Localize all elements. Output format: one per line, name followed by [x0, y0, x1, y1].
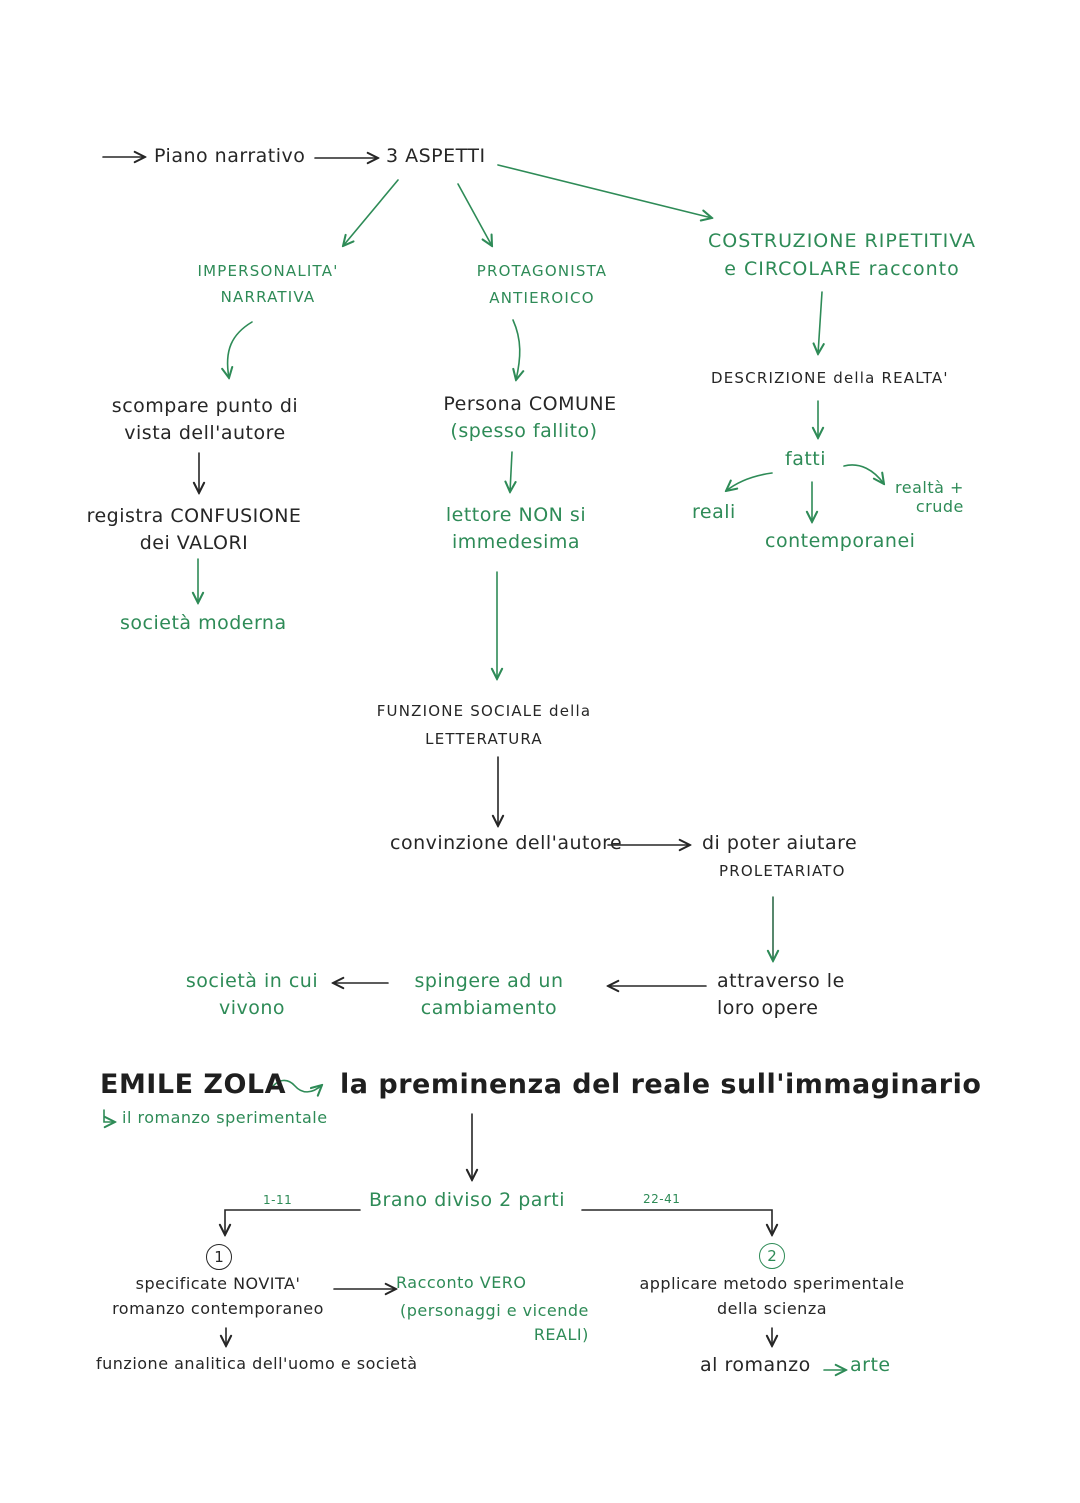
contemporanei: contemporanei [765, 530, 916, 552]
al-romanzo: al romanzo [700, 1354, 811, 1376]
societa-in-cui-vivono: società in cui vivono [185, 970, 319, 1019]
emile-zola: EMILE ZOLA [100, 1069, 287, 1100]
arrow-persona-lettore [510, 451, 512, 492]
hook-arrow [103, 1109, 115, 1122]
preminenza-reale: la preminenza del reale sull'immaginario [340, 1069, 982, 1100]
brano-diviso: Brano diviso 2 parti [369, 1189, 565, 1211]
lettore-non-immedesima: lettore NON si immedesima [445, 504, 587, 553]
arrow-imp-scompare [228, 321, 253, 378]
fatti: fatti [785, 448, 827, 470]
proletariato: PROLETARIATO [719, 862, 846, 880]
number-2-circle: 2 [759, 1243, 785, 1269]
arrow-brano-1 [225, 1209, 361, 1235]
squiggle-arrow [269, 1079, 322, 1091]
funzione-sociale: FUNZIONE SOCIALE della LETTERATURA [376, 702, 592, 748]
applicare-metodo: applicare metodo sperimentale della scie… [639, 1274, 905, 1318]
tre-aspetti: 3 ASPETTI [386, 145, 486, 167]
racconto-vero: Racconto VERO [396, 1273, 527, 1292]
impersonalita-narrativa: IMPERSONALITA' NARRATIVA [197, 262, 339, 307]
registra-confusione: registra CONFUSIONE dei VALORI [86, 505, 302, 554]
reali: reali [692, 501, 736, 523]
arrow-costruzione-descrizione [818, 291, 822, 354]
range-1-11: 1-11 [263, 1193, 293, 1207]
personaggi-vicende: (personaggi e vicende REALI) [400, 1301, 589, 1344]
spesso-fallito: (spesso fallito) [450, 420, 598, 442]
arrow-prot-persona [512, 319, 520, 380]
attraverso-opere: attraverso le loro opere [717, 970, 845, 1019]
arrow-to-protagonista [457, 183, 492, 246]
persona-comune: Persona COMUNE [443, 393, 617, 415]
arrow-brano-2 [581, 1209, 772, 1235]
number-1-circle: 1 [206, 1244, 232, 1270]
funzione-analitica: funzione analitica dell'uomo e società [96, 1354, 418, 1373]
convinzione-autore: convinzione dell'autore [390, 832, 623, 854]
scompare-punto-vista: scompare punto di vista dell'autore [111, 395, 299, 444]
arte: arte [850, 1354, 891, 1376]
arrow-to-costruzione [497, 164, 712, 218]
arrow-to-impersonalita [343, 179, 399, 246]
costruzione-ripetitiva: COSTRUZIONE RIPETITIVA e CIRCOLARE racco… [708, 230, 976, 280]
spingere-cambiamento: spingere ad un cambiamento [414, 970, 564, 1019]
range-22-41: 22-41 [643, 1192, 681, 1206]
specificate-novita: specificate NOVITA' romanzo contemporane… [112, 1274, 324, 1318]
romanzo-sperimentale: il romanzo sperimentale [122, 1108, 328, 1127]
arrow-fatti-reali [726, 472, 773, 491]
descrizione-realta: DESCRIZIONE della REALTA' [711, 369, 949, 387]
societa-moderna: società moderna [120, 612, 287, 634]
di-poter-aiutare: di poter aiutare [702, 832, 858, 854]
piano-narrativo: Piano narrativo [154, 145, 306, 167]
arrow-fatti-realta [843, 464, 884, 484]
realta-crude: realtà + crude [895, 478, 964, 517]
protagonista-antieroico: PROTAGONISTA ANTIEROICO [476, 262, 608, 307]
